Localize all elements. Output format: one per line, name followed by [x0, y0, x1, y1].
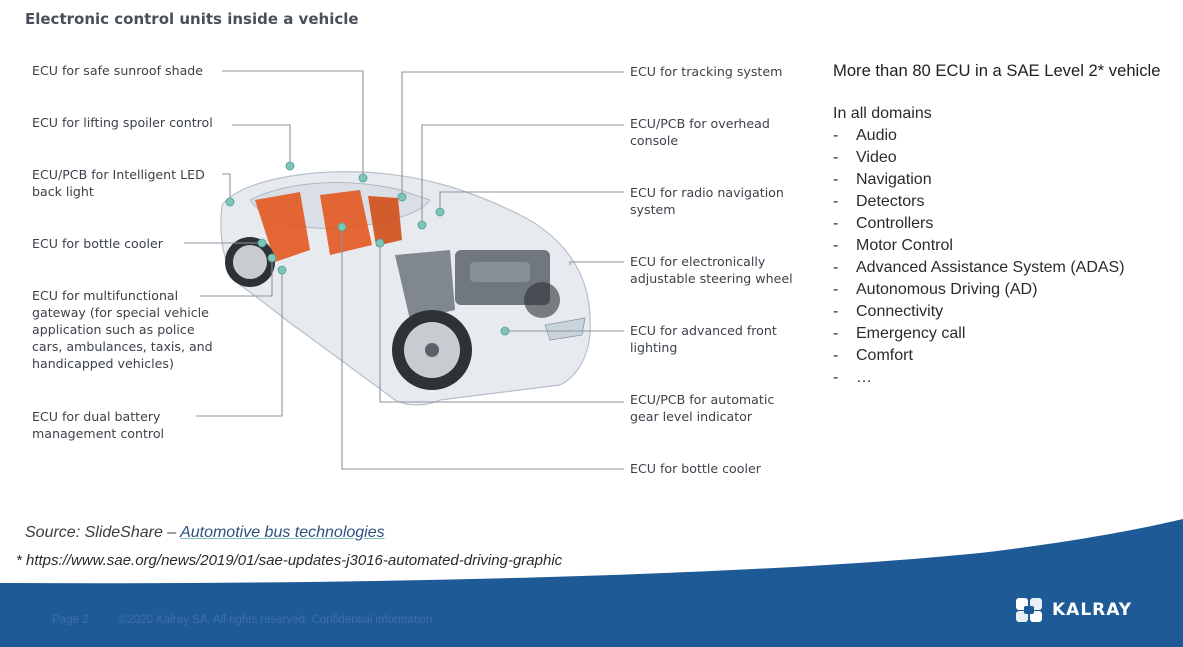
list-dash: -: [833, 171, 839, 188]
list-dash: -: [833, 369, 839, 386]
source-link[interactable]: Automotive bus technologies: [180, 524, 385, 541]
list-item: -…: [833, 367, 1173, 389]
leader-lines-left: [184, 70, 364, 417]
kalray-logo: KALRAY: [1014, 596, 1132, 624]
kalray-logo-text: KALRAY: [1052, 600, 1133, 620]
engine-cover: [470, 262, 530, 282]
rear-seat: [255, 192, 310, 262]
list-item: -Autonomous Driving (AD): [833, 279, 1173, 301]
list-item: -Navigation: [833, 169, 1173, 191]
callout-led-backlight: ECU/PCB for Intelligent LED back light: [32, 167, 205, 199]
front-seat-left: [320, 190, 372, 255]
rear-wheel-rim: [233, 245, 267, 279]
list-dash: -: [833, 237, 839, 254]
callout-lifting-spoiler: ECU for lifting spoiler control: [32, 115, 213, 130]
car-illustration: [220, 171, 591, 406]
copyright-notice: ©2020 Kalray SA. All rights reserved. Co…: [119, 614, 433, 626]
list-item: -Video: [833, 147, 1173, 169]
callout-gear-indicator: ECU/PCB for automatic gear level indicat…: [630, 392, 775, 424]
page-number: Page 2: [52, 614, 89, 626]
list-dash: -: [833, 149, 839, 166]
list-item: -Comfort: [833, 345, 1173, 367]
domain-label: Comfort: [856, 347, 913, 364]
list-dash: -: [833, 215, 839, 232]
callout-steering-wheel: ECU for electronically adjustable steeri…: [630, 254, 793, 286]
list-item: -Emergency call: [833, 323, 1173, 345]
list-item: -Audio: [833, 125, 1173, 147]
domain-label: Controllers: [856, 215, 934, 232]
list-dash: -: [833, 303, 839, 320]
list-item: -Connectivity: [833, 301, 1173, 323]
domain-label: Video: [856, 149, 897, 166]
callout-sunroof-shade: ECU for safe sunroof shade: [32, 63, 204, 78]
list-dash: -: [833, 127, 839, 144]
panel-headline: More than 80 ECU in a SAE Level 2* vehic…: [833, 61, 1161, 80]
list-item: -Controllers: [833, 213, 1173, 235]
callout-bottle-cooler-left: ECU for bottle cooler: [32, 236, 163, 251]
list-dash: -: [833, 325, 839, 342]
callout-radio-navigation: ECU for radio navigation system: [630, 185, 784, 217]
source-citation: Source: SlideShare – Automotive bus tech…: [25, 524, 385, 542]
domain-label: Navigation: [856, 171, 932, 188]
domains-list: -Audio -Video -Navigation -Detectors -Co…: [833, 125, 1173, 389]
domain-label: Emergency call: [856, 325, 966, 342]
list-item: -Motor Control: [833, 235, 1173, 257]
callout-overhead-console: ECU/PCB for overhead console: [630, 116, 770, 148]
domain-label: Autonomous Driving (AD): [856, 281, 1038, 298]
callout-tracking-system: ECU for tracking system: [630, 64, 783, 79]
list-item: -Advanced Assistance System (ADAS): [833, 257, 1173, 279]
source-prefix: Source: SlideShare –: [25, 524, 181, 541]
footnote: * https://www.sae.org/news/2019/01/sae-u…: [16, 552, 563, 569]
headlight: [544, 317, 586, 341]
diagram-title: Electronic control units inside a vehicl…: [25, 10, 359, 28]
list-item: -Detectors: [833, 191, 1173, 213]
ecu-summary-panel: More than 80 ECU in a SAE Level 2* vehic…: [833, 60, 1173, 389]
domain-label: Advanced Assistance System (ADAS): [856, 259, 1125, 276]
callout-battery-management: ECU for dual battery management control: [32, 409, 165, 441]
dashboard: [395, 250, 455, 320]
kalray-logo-icon: [1016, 598, 1042, 622]
leader-lines-right: [341, 71, 624, 470]
far-wheel: [524, 282, 560, 318]
list-dash: -: [833, 259, 839, 276]
callout-front-lighting: ECU for advanced front lighting: [630, 323, 777, 355]
domains-heading: In all domains: [833, 105, 932, 122]
callout-bottle-cooler-right: ECU for bottle cooler: [630, 461, 761, 476]
front-seat-right: [368, 196, 402, 246]
list-dash: -: [833, 281, 839, 298]
domain-label: …: [856, 369, 872, 386]
callout-gateway: ECU for multifunctional gateway (for spe…: [32, 288, 213, 371]
list-dash: -: [833, 193, 839, 210]
front-wheel-hub: [425, 343, 439, 357]
domain-label: Audio: [856, 127, 897, 144]
domain-label: Connectivity: [856, 303, 944, 320]
list-dash: -: [833, 347, 839, 364]
ecu-markers: [225, 161, 510, 336]
domain-label: Detectors: [856, 193, 925, 210]
domain-label: Motor Control: [856, 237, 953, 254]
footer-band: [0, 519, 1183, 647]
